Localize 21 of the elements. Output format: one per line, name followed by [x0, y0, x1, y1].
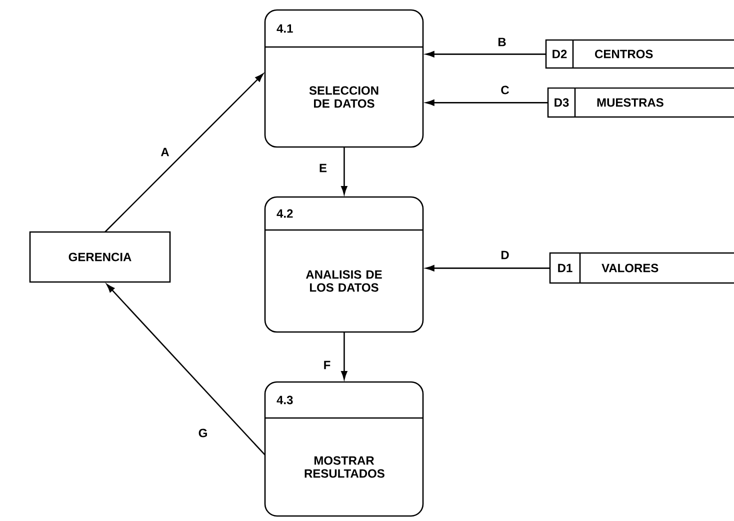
arrow — [426, 51, 546, 58]
edge-label: G — [197, 428, 209, 438]
arrow — [426, 100, 548, 106]
process-box: 4.1 SELECCION DE DATOS — [264, 9, 424, 148]
edge-label: C — [500, 84, 510, 96]
process-box: 4.3 MOSTRAR RESULTADOS — [264, 381, 424, 517]
arrow — [104, 74, 264, 232]
entity-box: GERENCIA — [29, 231, 171, 283]
data-store: D1 VALORES — [549, 252, 734, 284]
data-store: D2 CENTROS — [545, 39, 734, 69]
edge-label: F — [322, 360, 332, 370]
process-box: 4.2 ANALISIS DE LOS DATOS — [264, 196, 424, 333]
arrow — [341, 332, 348, 380]
data-store: D3 MUESTRAS — [547, 87, 734, 118]
edge-label: E — [318, 162, 328, 174]
edge-label: D — [500, 250, 510, 260]
arrow — [106, 284, 266, 456]
edge-label: B — [496, 36, 508, 48]
edge-label: A — [160, 146, 170, 158]
arrow — [426, 265, 550, 272]
arrow — [341, 147, 348, 195]
